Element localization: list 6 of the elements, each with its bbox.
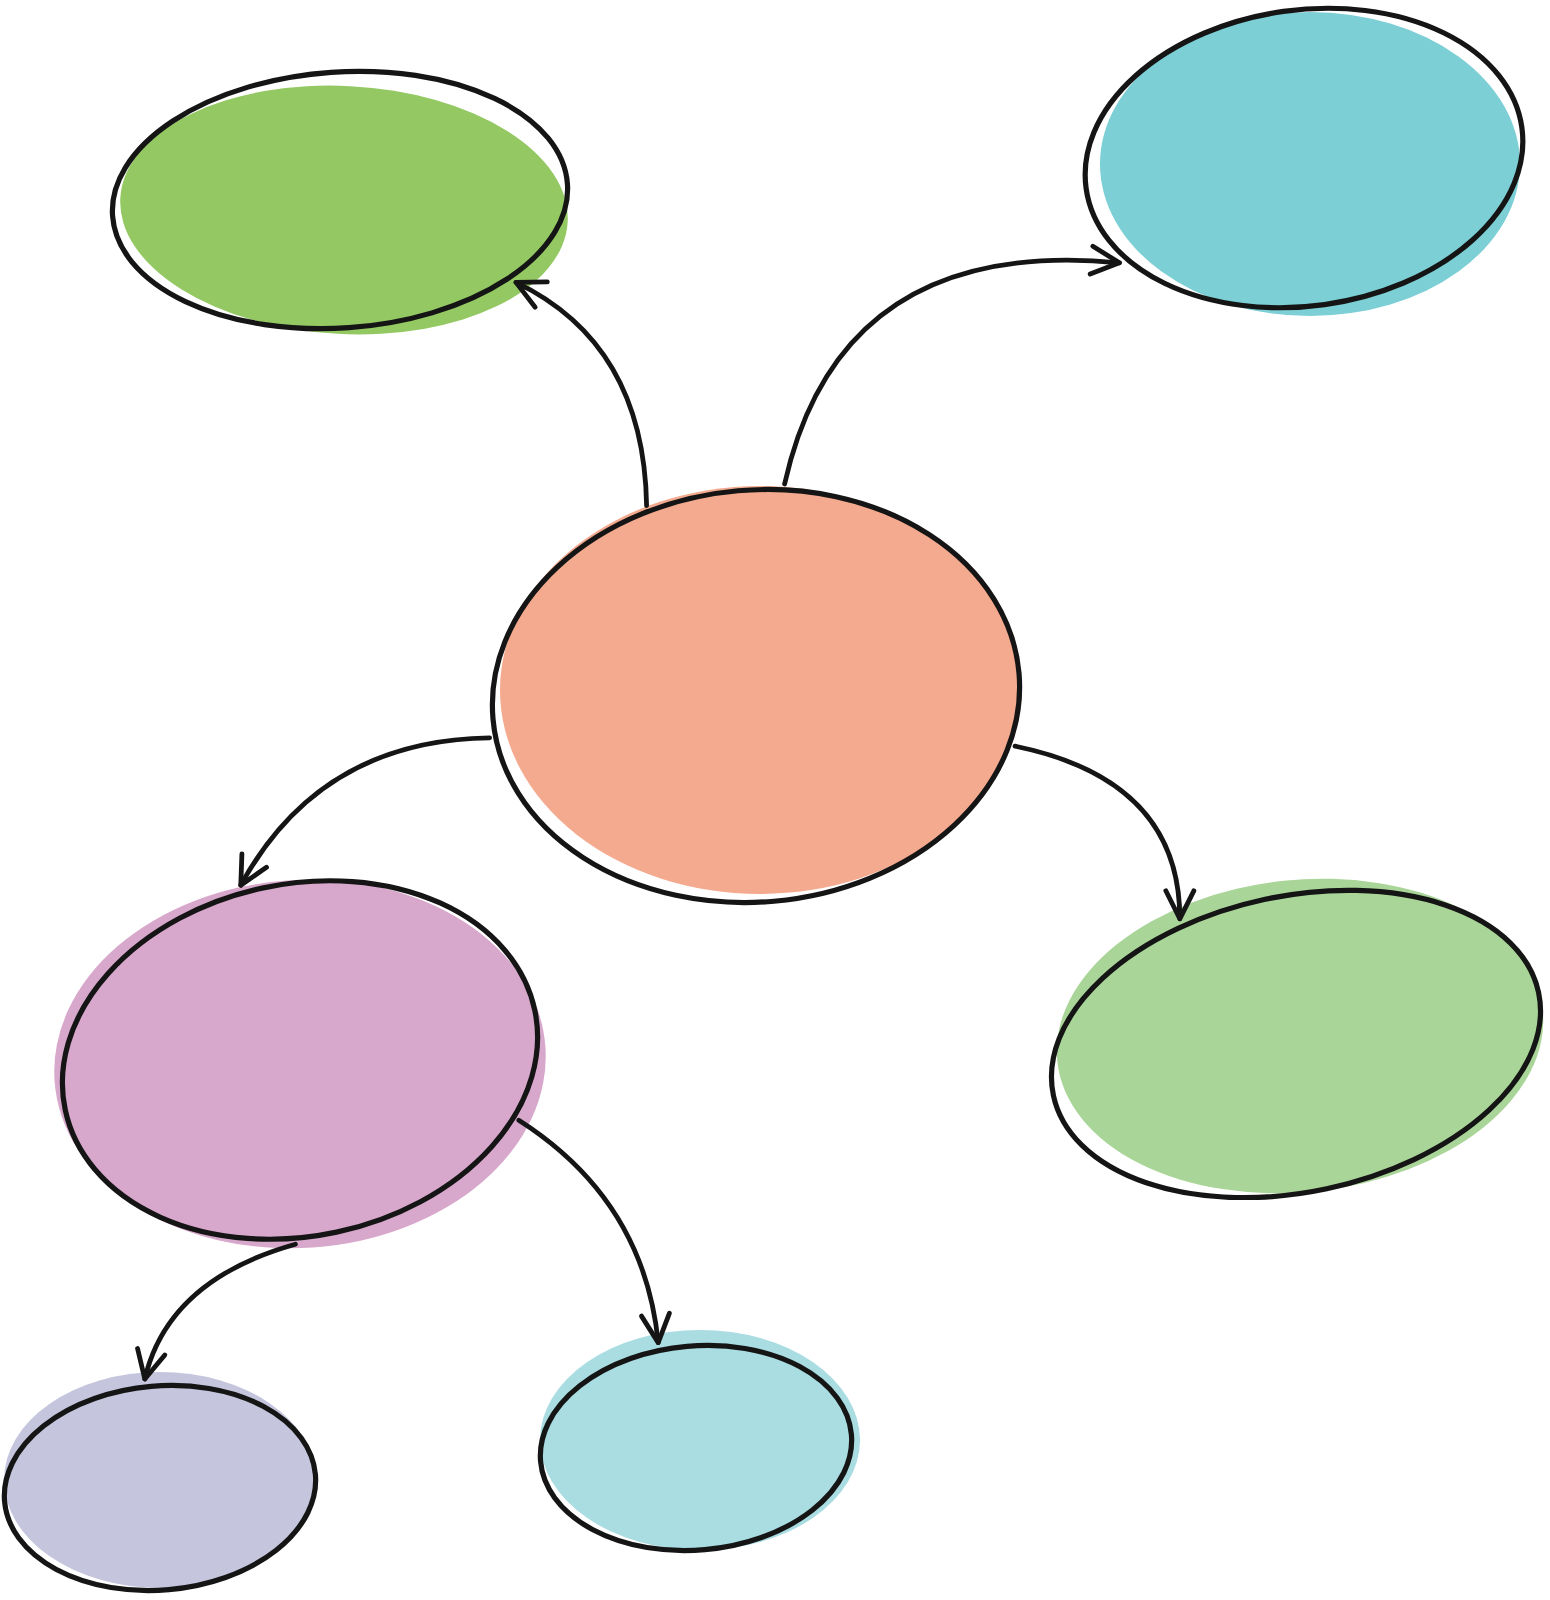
arrow	[513, 280, 649, 508]
arrow	[1012, 743, 1195, 922]
arrow	[238, 735, 492, 888]
arrow	[782, 244, 1122, 487]
arrow	[516, 1117, 671, 1345]
arrow	[136, 1241, 298, 1382]
